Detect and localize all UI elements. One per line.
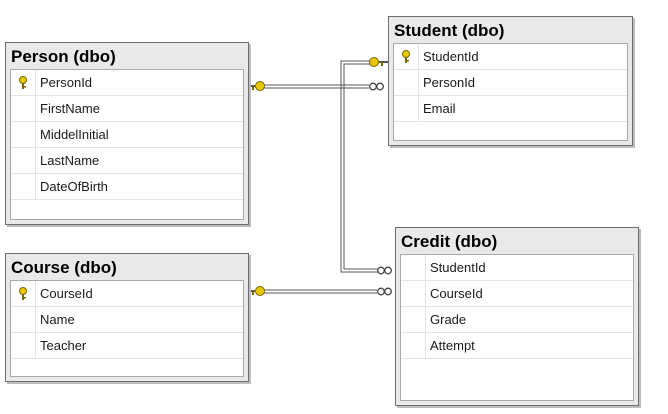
column-row[interactable]: Email xyxy=(394,96,627,122)
column-list: CourseId Name Teacher xyxy=(10,280,244,377)
column-name: Email xyxy=(423,101,456,116)
column-row[interactable]: Attempt xyxy=(401,333,633,359)
column-row[interactable]: CourseId xyxy=(401,281,633,307)
column-row[interactable]: CourseId xyxy=(11,281,243,307)
table-credit[interactable]: Credit (dbo) StudentId CourseId Grade At… xyxy=(395,227,639,406)
column-row[interactable]: Teacher xyxy=(11,333,243,359)
infinity-icon xyxy=(369,82,384,91)
column-name: FirstName xyxy=(40,101,100,116)
column-row[interactable]: LastName xyxy=(11,148,243,174)
column-row[interactable]: DateOfBirth xyxy=(11,174,243,200)
column-name: Attempt xyxy=(430,338,475,353)
column-row[interactable]: PersonId xyxy=(11,70,243,96)
row-selector[interactable] xyxy=(11,174,36,199)
key-icon xyxy=(248,81,265,91)
column-name: MiddelInitial xyxy=(40,127,109,142)
column-name: Teacher xyxy=(40,338,87,353)
row-selector[interactable] xyxy=(394,44,419,69)
column-name: DateOfBirth xyxy=(40,179,108,194)
column-name: Grade xyxy=(430,312,467,327)
table-title[interactable]: Student (dbo) xyxy=(394,21,505,40)
table-student[interactable]: Student (dbo) StudentId PersonId Email xyxy=(388,16,633,146)
column-row[interactable]: Grade xyxy=(401,307,633,333)
primary-key-icon xyxy=(402,50,410,63)
row-selector[interactable] xyxy=(401,333,426,358)
primary-key-icon xyxy=(19,76,27,89)
row-selector[interactable] xyxy=(11,281,36,306)
column-row[interactable]: PersonId xyxy=(394,70,627,96)
table-course[interactable]: Course (dbo) CourseId Name Teacher xyxy=(5,253,249,382)
relationship-student-credit[interactable] xyxy=(340,60,378,273)
row-selector[interactable] xyxy=(394,70,419,95)
row-selector[interactable] xyxy=(401,255,426,280)
primary-key-icon xyxy=(19,287,27,300)
column-name: Name xyxy=(40,312,75,327)
key-icon xyxy=(369,57,388,67)
column-name: StudentId xyxy=(423,49,479,64)
column-name: PersonId xyxy=(40,75,93,90)
row-selector[interactable] xyxy=(11,70,36,95)
row-selector[interactable] xyxy=(401,281,426,306)
column-list: PersonId FirstName MiddelInitial LastNam… xyxy=(10,69,244,220)
row-selector[interactable] xyxy=(401,307,426,332)
row-selector[interactable] xyxy=(11,333,36,358)
column-name: LastName xyxy=(40,153,100,168)
relationship-course-credit[interactable] xyxy=(263,289,377,294)
key-icon xyxy=(248,286,265,296)
column-name: CourseId xyxy=(40,286,93,301)
row-selector[interactable] xyxy=(394,96,419,121)
infinity-icon xyxy=(377,266,392,275)
table-title[interactable]: Credit (dbo) xyxy=(401,232,498,251)
relationship-person-student[interactable] xyxy=(263,84,369,89)
row-selector[interactable] xyxy=(11,307,36,332)
column-name: CourseId xyxy=(430,286,483,301)
column-row[interactable]: FirstName xyxy=(11,96,243,122)
column-name: PersonId xyxy=(423,75,476,90)
column-list: StudentId PersonId Email xyxy=(393,43,628,141)
column-list: StudentId CourseId Grade Attempt xyxy=(400,254,634,401)
column-row[interactable]: Name xyxy=(11,307,243,333)
column-row[interactable]: StudentId xyxy=(394,44,627,70)
table-title[interactable]: Person (dbo) xyxy=(11,47,116,66)
table-person[interactable]: Person (dbo) PersonId FirstName MiddelIn… xyxy=(5,42,249,225)
column-row[interactable]: MiddelInitial xyxy=(11,122,243,148)
column-row[interactable]: StudentId xyxy=(401,255,633,281)
row-selector[interactable] xyxy=(11,148,36,173)
infinity-icon xyxy=(377,287,392,296)
column-name: StudentId xyxy=(430,260,486,275)
row-selector[interactable] xyxy=(11,96,36,121)
row-selector[interactable] xyxy=(11,122,36,147)
table-title[interactable]: Course (dbo) xyxy=(11,258,117,277)
